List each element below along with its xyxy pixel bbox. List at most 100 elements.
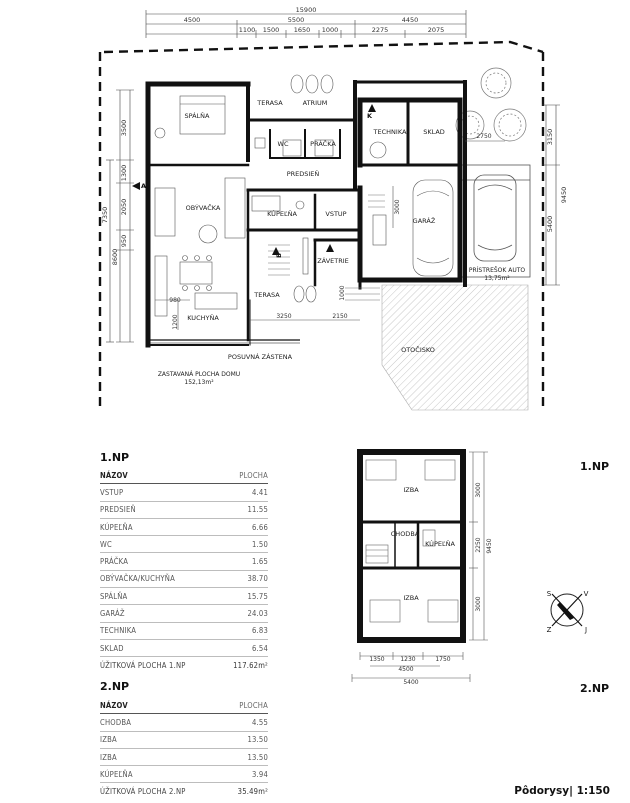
upper-room-izba-top: IZBA [403,486,419,494]
dim-inner-7: 1000 [339,285,346,300]
dim-sub-2: 1500 [263,26,280,34]
room-area-cell: 6.54 [219,639,268,658]
compass-z: Z [547,626,552,634]
room-area-cell: 1.65 [219,552,268,571]
room-pristresok-area: 13,75m² [484,275,510,282]
upper-dim-b4: 4500 [398,666,413,673]
room-name-cell: GARÁŽ [100,604,220,623]
room-terasa-bottom: TERASA [253,291,280,299]
upper-dim-b3: 1750 [435,656,450,663]
footer-scale: 1:150 [576,785,610,797]
upper-dim-b1: 1350 [369,656,384,663]
room-name-cell: PREDSIEŇ [100,501,220,519]
dim-right-2: 5400 [546,216,554,233]
table-total-row: ÚŽITKOVÁ PLOCHA 2.NP 35.49m² [100,783,268,800]
room-area-cell: 15.75 [219,587,268,606]
dim-inner-2: 3000 [394,199,401,214]
dim-right-3: 9450 [560,187,568,204]
room-pristresok: PRÍSTREŠOK AUTO [469,267,526,274]
room-name-cell: IZBA [100,731,225,749]
compass-j: J [584,626,587,634]
furniture-symbols [154,74,454,317]
table-header-name: NÁZOV [100,467,220,485]
table-total-row: ÚŽITKOVÁ PLOCHA 1.NP 117.62m² [100,657,268,674]
compass-s: S [547,590,552,598]
table-header-value: PLOCHA [224,697,268,715]
room-name-cell: KÚPEĽŇA [100,765,225,784]
right-dimension-lines [542,104,560,286]
room-atrium: ATRIUM [303,99,328,107]
table-header-value: PLOCHA [219,467,268,485]
label-posuvna-zastena: POSUVNÁ ZÁSTENA [228,352,293,361]
room-pracka: PRÁČKA [310,139,336,148]
room-name-cell: KÚPEĽŇA [100,518,220,537]
room-area-cell: 13.50 [224,731,268,749]
dim-sub-4: 1000 [322,26,339,34]
room-kuchyna: KUCHYŇA [187,313,219,322]
room-otocisko: OTOČISKO [401,345,435,354]
dim-side-2: 1300 [120,165,128,182]
room-vstup: VSTUP [325,210,346,218]
inner-dimension-lines [155,140,505,330]
section-mark-a: A [141,182,146,190]
sliding-screen [150,339,300,344]
upper-dim-3: 3000 [475,596,482,611]
room-name-cell: SPÁLŇA [100,587,220,606]
room-area-cell: 24.03 [219,604,268,623]
room-predsien: PREDSIEŇ [287,169,320,178]
first-floor-furniture [365,459,459,623]
label-zastavana-area: 152,13m² [184,379,214,386]
table-header: NÁZOV PLOCHA [100,697,268,715]
room-obyvacka: OBÝVAČKA [186,203,221,212]
table-header: NÁZOV PLOCHA [100,467,268,485]
dim-side-5: 8600 [111,249,119,266]
first-floor-dimension-lines [351,451,488,682]
dim-inner-1: 2750 [476,133,491,140]
table-header-name: NÁZOV [100,697,225,715]
room-area-cell: 4.55 [224,713,268,732]
table-total-name: ÚŽITKOVÁ PLOCHA 1.NP [100,660,186,670]
room-name-cell: CHODBA [100,713,225,732]
room-area-cell: 6.66 [219,518,268,537]
footer-separator: | [569,785,573,797]
room-name-cell: VSTUP [100,483,220,502]
top-dimension-lines [145,10,467,38]
upper-dim-b5: 5400 [403,679,418,686]
upper-room-chodba: CHODBA [391,530,420,538]
first-floor-plan [357,449,466,643]
section-mark-k: K [367,112,373,120]
section-marks [132,104,376,255]
dim-right: 4450 [402,16,419,24]
dim-sub-5: 2275 [372,26,389,34]
upper-room-izba-bottom: IZBA [403,594,419,602]
dim-side-1: 3500 [120,120,128,137]
room-area-cell: 6.83 [219,622,268,640]
dim-side-6: 7350 [101,207,109,224]
dim-inner-6: 2150 [332,313,347,320]
carport [461,164,531,278]
room-name-cell: SKLAD [100,639,220,658]
dim-inner-3: 980 [169,297,181,304]
room-area-cell: 11.55 [219,501,268,519]
room-name-cell: TECHNIKA [100,622,220,640]
upper-room-kupelna: KÚPEĽŇA [425,539,455,548]
dim-sub-1: 1100 [239,26,256,34]
compass [550,593,584,627]
room-garaz: GARÁŽ [413,216,436,225]
room-name-cell: WC [100,535,220,554]
room-terasa-top: TERASA [256,99,283,107]
paving-area [381,284,529,411]
room-technika: TECHNIKA [373,128,407,136]
room-area-cell: 3.94 [224,765,268,784]
footer-title: Pôdorysy [514,785,570,797]
dim-right-1: 3150 [546,129,554,146]
room-kupelna: KÚPEĽŇA [267,209,297,218]
dim-side-4: 950 [120,235,128,247]
room-area-cell: 13.50 [224,748,268,767]
